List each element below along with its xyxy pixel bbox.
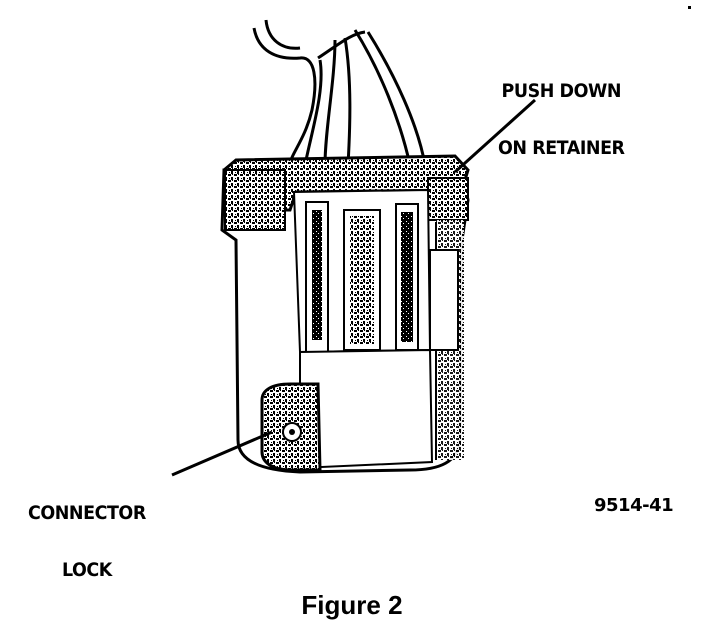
push-down-line2: ON RETAINER: [498, 137, 625, 159]
connector-lock: [260, 382, 322, 472]
connector-body: [220, 154, 470, 474]
connector-line2: LOCK: [61, 559, 112, 581]
push-down-line1: PUSH DOWN: [501, 80, 622, 102]
figure-number: 9514-41: [594, 495, 674, 516]
wire-bundle: [252, 19, 427, 166]
connector-line1: CONNECTOR: [28, 502, 146, 524]
figure-caption: Figure 2: [301, 590, 403, 620]
terminal-slots: [305, 201, 419, 353]
connector-lock-label: CONNECTOR LOCK: [28, 466, 146, 599]
push-down-on-retainer-label: PUSH DOWN ON RETAINER: [498, 44, 625, 177]
push-down-leader: [453, 98, 537, 174]
connector-lock-leader: [171, 430, 273, 477]
